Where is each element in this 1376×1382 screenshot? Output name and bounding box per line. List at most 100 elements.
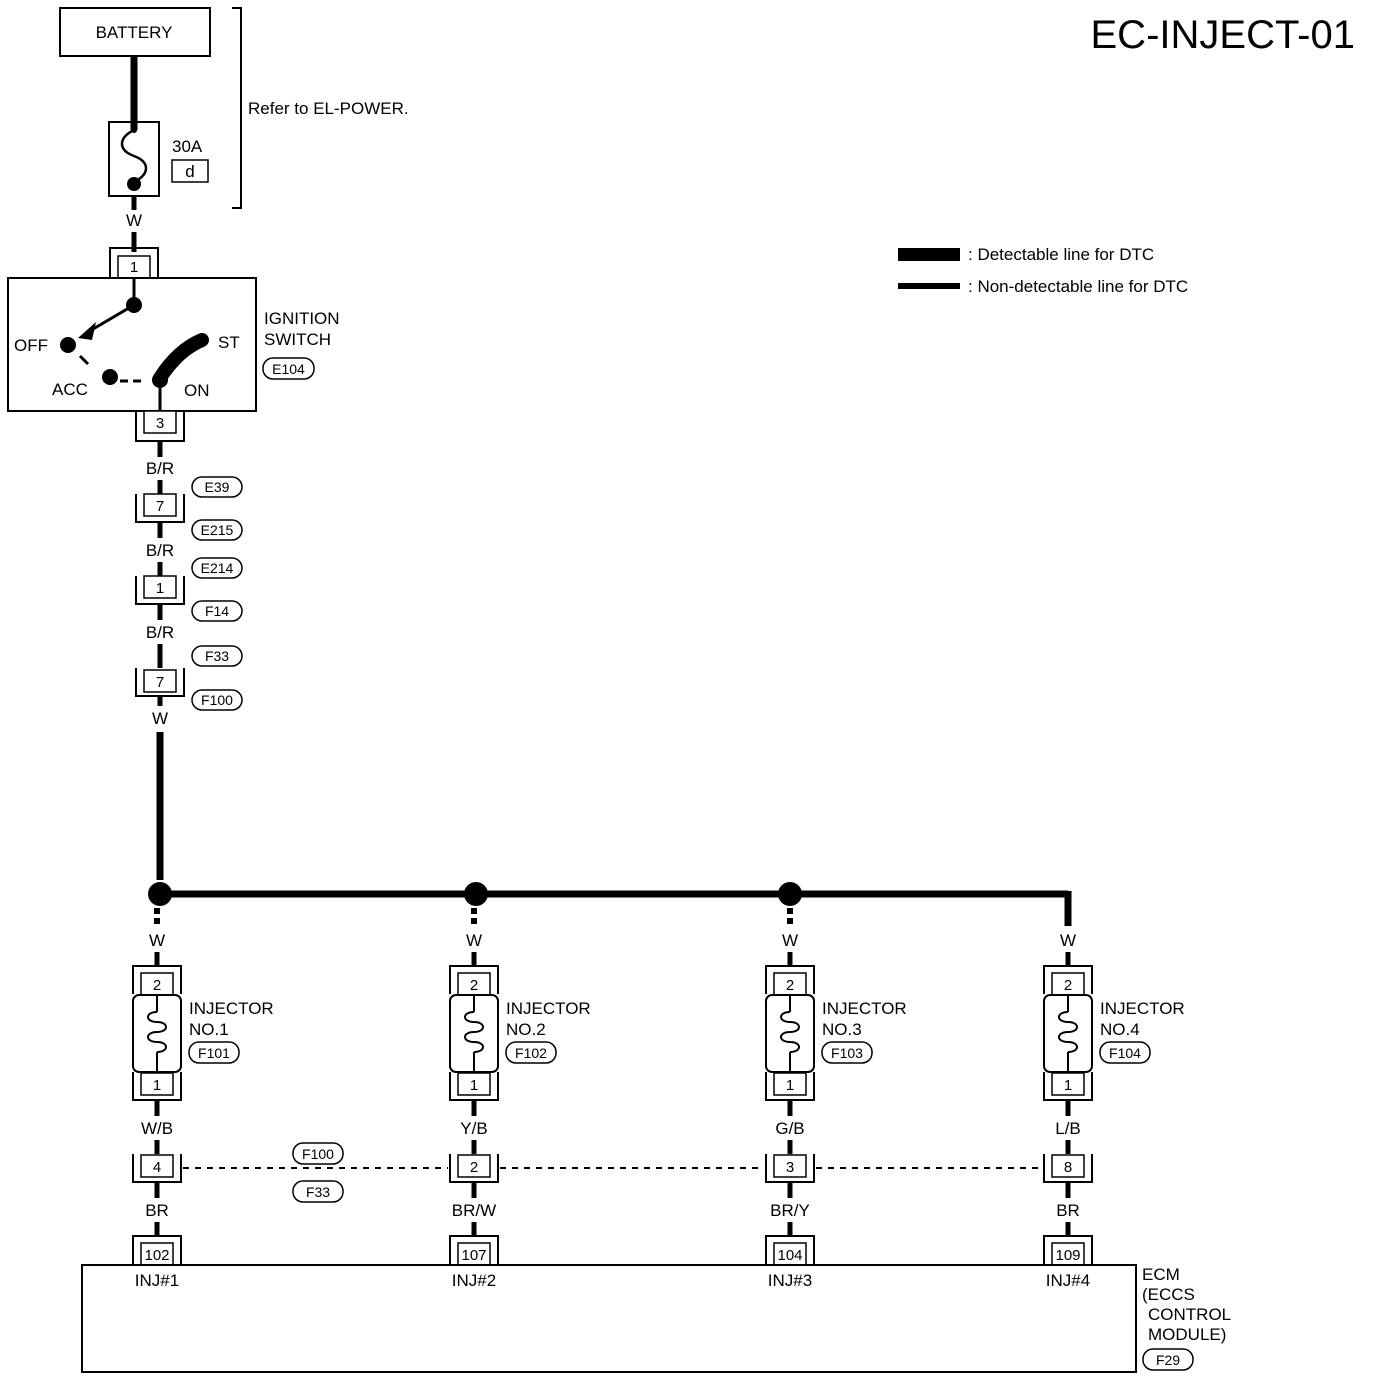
injector-1-wire-in: W <box>149 931 165 950</box>
coil-icon <box>780 1011 800 1053</box>
inline-connector-3-pin: 7 <box>156 674 164 691</box>
injectors: W21INJECTORNO.1F101W/B4BR102INJ#1W21INJE… <box>132 908 1185 1290</box>
wire-color-sw-out: B/R <box>146 459 174 478</box>
injector-4-joint-pin: 8 <box>1064 1159 1072 1176</box>
injector-2-pin-bottom: 1 <box>470 1077 478 1094</box>
injector-1-pin-top: 2 <box>153 977 161 994</box>
injector-3-pin-top: 2 <box>786 977 794 994</box>
splice-3 <box>778 882 802 906</box>
power-bracket <box>232 7 242 209</box>
splice-2 <box>464 882 488 906</box>
injector-4-connector: F104 <box>1109 1045 1141 1061</box>
wire-color-seg3: B/R <box>146 623 174 642</box>
inline-connector-3-bottom: F100 <box>201 692 233 708</box>
legend-non-detectable-swatch <box>898 283 960 289</box>
injector-2-ecm-wire: BR/W <box>452 1201 496 1220</box>
injector-4-wire-in: W <box>1060 931 1076 950</box>
injector-4-wire-out: L/B <box>1055 1119 1081 1138</box>
ignition-pin-out: 3 <box>156 415 164 432</box>
legend-detectable: : Detectable line for DTC <box>968 245 1154 264</box>
splice-1 <box>148 882 172 906</box>
coil-icon <box>464 1011 484 1053</box>
switch-pos-acc: ACC <box>52 380 88 399</box>
ecm-connector: F29 <box>1156 1352 1180 1368</box>
injector-2-wire-in: W <box>466 931 482 950</box>
legend: : Detectable line for DTC : Non-detectab… <box>898 245 1188 296</box>
injector-4-ecm-label: INJ#4 <box>1046 1271 1090 1290</box>
injector-1-ecm-pin: 102 <box>144 1247 169 1264</box>
injector-4-pin-bottom: 1 <box>1064 1077 1072 1094</box>
legend-non-detectable: : Non-detectable line for DTC <box>968 277 1188 296</box>
injector-1-pin-bottom: 1 <box>153 1077 161 1094</box>
injector-2-connector: F102 <box>515 1045 547 1061</box>
fuse-symbol-icon <box>120 128 148 184</box>
ignition-switch-connector: E104 <box>272 361 305 377</box>
ecm-line1: ECM <box>1142 1265 1180 1284</box>
injector-4-pin-top: 2 <box>1064 977 1072 994</box>
inline-connector-2: 1 E214 F14 <box>135 557 243 622</box>
switch-acc-contact <box>102 369 118 385</box>
injector-1-joint-pin: 4 <box>153 1159 161 1176</box>
injector-4-label1: INJECTOR <box>1100 999 1185 1018</box>
switch-pos-st: ST <box>218 333 240 352</box>
legend-detectable-swatch <box>898 248 960 261</box>
inline-connector-3-top: F33 <box>205 648 229 664</box>
switch-off-contact <box>60 337 76 353</box>
switch-on-st-contact <box>153 333 209 385</box>
injector-3-joint-pin: 3 <box>786 1159 794 1176</box>
switch-pos-on: ON <box>184 381 210 400</box>
injector-3-wire-out: G/B <box>775 1119 804 1138</box>
injector-2-label2: NO.2 <box>506 1020 546 1039</box>
wire-color-battery: W <box>126 211 142 230</box>
inline-connector-1-top: E39 <box>205 479 230 495</box>
injector-2-label1: INJECTOR <box>506 999 591 1018</box>
power-reference: Refer to EL-POWER. <box>248 99 409 118</box>
injector-3-ecm-wire: BR/Y <box>770 1201 810 1220</box>
ignition-switch <box>7 277 257 412</box>
coil-icon <box>1058 1011 1078 1053</box>
inline-connector-2-pin: 1 <box>156 580 164 597</box>
coil-icon <box>147 1011 167 1053</box>
injector-1-ecm-label: INJ#1 <box>135 1271 179 1290</box>
wire-color-seg2: B/R <box>146 541 174 560</box>
injector-3-wire-in: W <box>782 931 798 950</box>
injector-2-joint-pin: 2 <box>470 1159 478 1176</box>
inline-connector-2-top: E214 <box>201 560 234 576</box>
fuse-id: d <box>185 162 194 181</box>
injector-4-label2: NO.4 <box>1100 1020 1140 1039</box>
inline-connector-2-bottom: F14 <box>205 603 229 619</box>
ecm-box <box>81 1264 1137 1373</box>
inline-connector-1-bottom: E215 <box>201 522 234 538</box>
ignition-switch-name-line2: SWITCH <box>264 330 331 349</box>
injector-3-pin-bottom: 1 <box>786 1077 794 1094</box>
fuse <box>108 114 160 197</box>
injector-3-label1: INJECTOR <box>822 999 907 1018</box>
injector-2-wire-out: Y/B <box>460 1119 487 1138</box>
injector-1-label2: NO.1 <box>189 1020 229 1039</box>
inline-connector-1-pin: 7 <box>156 498 164 515</box>
battery-label: BATTERY <box>96 23 173 42</box>
injector-2-pin-top: 2 <box>470 977 478 994</box>
injector-3-ecm-pin: 104 <box>777 1247 802 1264</box>
injector-1-wire-out: W/B <box>141 1119 173 1138</box>
switch-arm-arrow-icon <box>78 322 96 340</box>
injector-2-ecm-pin: 107 <box>461 1247 486 1264</box>
injector-1-ecm-wire: BR <box>145 1201 169 1220</box>
battery: BATTERY <box>59 7 211 57</box>
injector-4-ecm-pin: 109 <box>1055 1247 1080 1264</box>
ecm-line4: MODULE) <box>1148 1325 1226 1344</box>
injector-3-label2: NO.3 <box>822 1020 862 1039</box>
ignition-switch-name-line1: IGNITION <box>264 309 340 328</box>
fuse-rating: 30A <box>172 137 203 156</box>
injector-1-label1: INJECTOR <box>189 999 274 1018</box>
injector-3-connector: F103 <box>831 1045 863 1061</box>
wire-color-to-injectors: W <box>152 709 168 728</box>
ecm-line3: CONTROL <box>1148 1305 1231 1324</box>
inline-connector-1: 7 E39 E215 <box>135 476 243 541</box>
joint-connector-bottom: F33 <box>306 1184 330 1200</box>
injector-4-ecm-wire: BR <box>1056 1201 1080 1220</box>
